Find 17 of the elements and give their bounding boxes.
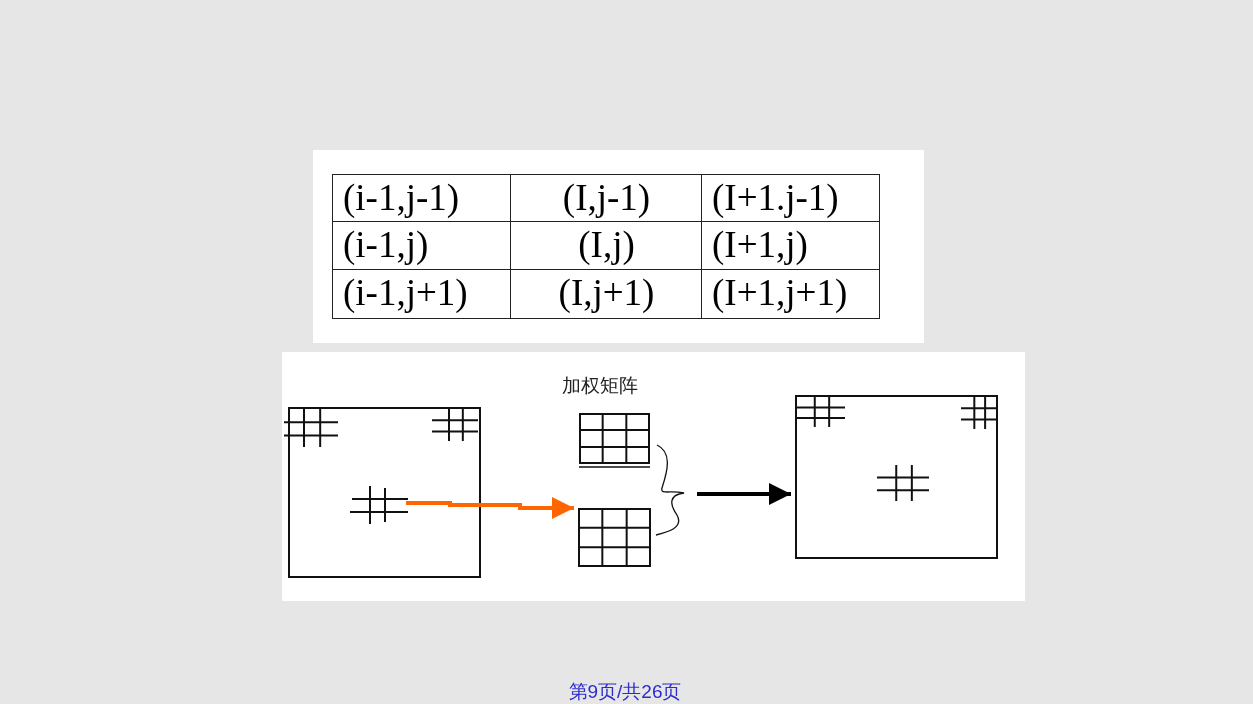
table-cell: (i-1,j) [332, 221, 512, 271]
matrix-grid [578, 508, 651, 567]
grid-symbol [350, 486, 408, 524]
table-cell: (i-1,j-1) [332, 174, 512, 223]
table-cell: (I+1,j+1) [701, 269, 880, 319]
table-cell: (i-1,j+1) [332, 269, 512, 319]
arrow [406, 497, 574, 519]
table-cell: (I,j+1) [510, 269, 703, 319]
table-cell: (I+1.j-1) [701, 174, 880, 223]
table-cell: (I,j-1) [510, 174, 703, 223]
matrix-grid [579, 413, 650, 464]
matrix-title: 加权矩阵 [562, 374, 638, 398]
table-cell: (I+1,j) [701, 221, 880, 271]
page-number: 第9页/共26页 [567, 680, 683, 704]
table-cell: (I,j) [510, 221, 703, 271]
arrow [697, 483, 791, 505]
image-frame [795, 395, 998, 559]
